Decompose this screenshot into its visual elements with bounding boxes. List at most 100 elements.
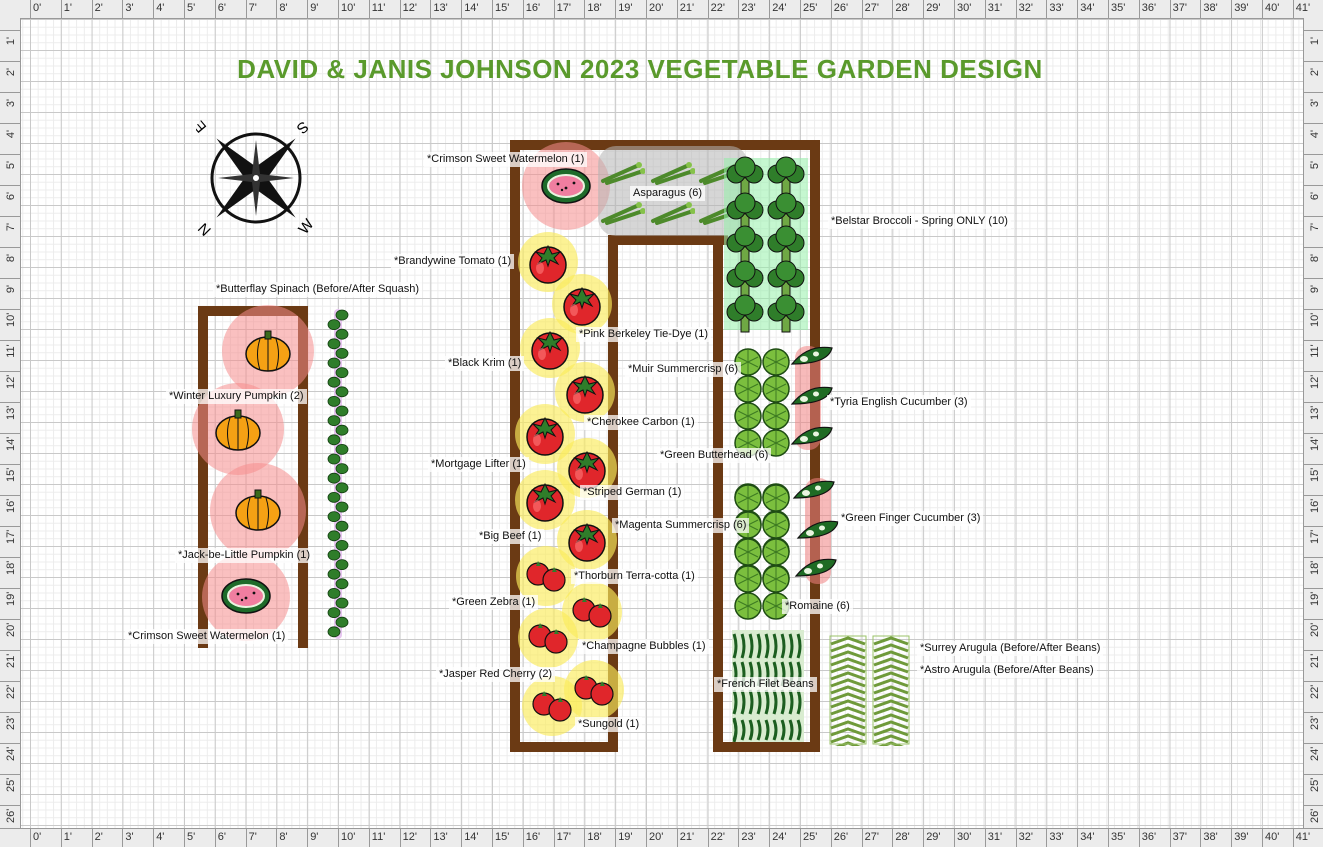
tomato-icon[interactable] — [526, 240, 570, 284]
tomato-icon[interactable] — [560, 282, 604, 326]
label-romaine[interactable]: *Romaine (6) — [782, 599, 853, 614]
label-green-butterhead[interactable]: *Green Butterhead (6) — [657, 448, 772, 463]
ruler-tick: 27' — [861, 829, 893, 847]
label-winter-luxury-pumpkin[interactable]: *Winter Luxury Pumpkin (2) — [166, 389, 307, 404]
broccoli-icon[interactable] — [724, 260, 766, 300]
label-tyria-cucumber[interactable]: *Tyria English Cucumber (3) — [827, 395, 971, 410]
lettuce-icon[interactable] — [761, 483, 791, 513]
ruler-tick: 3' — [0, 92, 20, 123]
asparagus-icon[interactable] — [649, 199, 695, 225]
broccoli-icon[interactable] — [724, 225, 766, 265]
broccoli-icon[interactable] — [765, 294, 807, 334]
ruler-tick: 11' — [1304, 340, 1323, 371]
label-butterflay-spinach[interactable]: *Butterflay Spinach (Before/After Squash… — [213, 282, 422, 297]
asparagus-icon[interactable] — [599, 159, 645, 185]
arugula-row-icon[interactable] — [872, 634, 910, 746]
label-big-beef[interactable]: *Big Beef (1) — [476, 529, 545, 544]
lettuce-icon[interactable] — [733, 483, 763, 513]
lettuce-icon[interactable] — [761, 510, 791, 540]
ruler-tick: 15' — [1304, 464, 1323, 495]
lettuce-icon[interactable] — [733, 591, 763, 621]
lettuce-icon[interactable] — [761, 564, 791, 594]
label-sungold[interactable]: *Sungold (1) — [575, 717, 643, 732]
label-muir-summercrisp[interactable]: *Muir Summercrisp (6) — [625, 362, 742, 377]
cherry-tomato-icon[interactable] — [568, 592, 616, 632]
spinach-row-icon[interactable] — [325, 307, 351, 641]
broccoli-icon[interactable] — [724, 156, 766, 196]
tomato-icon[interactable] — [565, 518, 609, 562]
label-asparagus[interactable]: Asparagus (6) — [630, 186, 706, 201]
ruler-tick: 20' — [0, 619, 20, 650]
ruler-tick: 28' — [892, 829, 923, 847]
asparagus-icon[interactable] — [599, 199, 645, 225]
label-green-zebra[interactable]: *Green Zebra (1) — [449, 595, 539, 610]
label-green-finger-cucumber[interactable]: *Green Finger Cucumber (3) — [838, 511, 984, 526]
label-astro-arugula[interactable]: *Astro Arugula (Before/After Beans) — [917, 663, 1097, 678]
cherry-tomato-icon[interactable] — [570, 670, 618, 710]
lettuce-icon[interactable] — [733, 374, 763, 404]
ruler-tick: 11' — [0, 340, 20, 371]
lettuce-icon[interactable] — [761, 401, 791, 431]
label-striped-german[interactable]: *Striped German (1) — [580, 485, 685, 500]
ruler-tick: 24' — [1304, 743, 1323, 774]
label-black-krim[interactable]: *Black Krim (1) — [445, 356, 525, 371]
cucumber-icon[interactable] — [788, 422, 836, 450]
cherry-tomato-icon[interactable] — [522, 556, 570, 596]
label-champagne-bubbles[interactable]: *Champagne Bubbles (1) — [579, 639, 709, 654]
lettuce-icon[interactable] — [761, 537, 791, 567]
label-surrey-arugula[interactable]: *Surrey Arugula (Before/After Beans) — [917, 641, 1104, 656]
cucumber-icon[interactable] — [788, 342, 836, 370]
broccoli-icon[interactable] — [765, 260, 807, 300]
cucumber-icon[interactable] — [790, 476, 838, 504]
label-crimson-watermelon-left[interactable]: *Crimson Sweet Watermelon (1) — [125, 629, 289, 644]
ruler-tick: 24' — [0, 743, 20, 774]
lettuce-icon[interactable] — [733, 564, 763, 594]
tomato-icon[interactable] — [563, 370, 607, 414]
label-jack-be-little-pumpkin[interactable]: *Jack-be-Little Pumpkin (1) — [175, 548, 314, 563]
ruler-tick: 35' — [1108, 0, 1139, 18]
cucumber-icon[interactable] — [788, 382, 836, 410]
label-crimson-watermelon-top[interactable]: *Crimson Sweet Watermelon (1) — [424, 152, 588, 167]
watermelon-icon[interactable] — [540, 166, 592, 206]
broccoli-icon[interactable] — [765, 225, 807, 265]
label-magenta-summercrisp[interactable]: *Magenta Summercrisp (6) — [612, 518, 750, 533]
lettuce-icon[interactable] — [733, 401, 763, 431]
ruler-tick: 9' — [1304, 278, 1323, 309]
cherry-tomato-icon[interactable] — [524, 618, 572, 658]
broccoli-icon[interactable] — [765, 156, 807, 196]
broccoli-icon[interactable] — [724, 192, 766, 232]
cucumber-icon[interactable] — [792, 554, 840, 582]
ruler-tick: 31' — [984, 0, 1016, 18]
arugula-row-icon[interactable] — [829, 634, 867, 746]
pumpkin-icon[interactable] — [243, 328, 293, 374]
lettuce-icon[interactable] — [761, 347, 791, 377]
ruler-tick: 21' — [676, 829, 708, 847]
cucumber-icon[interactable] — [794, 516, 842, 544]
ruler-tick: 29' — [923, 829, 954, 847]
tomato-icon[interactable] — [528, 326, 572, 370]
left-bed-right — [298, 306, 308, 648]
tomato-icon[interactable] — [523, 478, 567, 522]
broccoli-icon[interactable] — [765, 192, 807, 232]
label-pink-berkeley[interactable]: *Pink Berkeley Tie-Dye (1) — [576, 327, 711, 342]
asparagus-icon[interactable] — [649, 159, 695, 185]
ruler-tick: 7' — [0, 216, 20, 247]
label-mortgage-lifter[interactable]: *Mortgage Lifter (1) — [428, 457, 529, 472]
label-thorburn[interactable]: *Thorburn Terra-cotta (1) — [571, 569, 698, 584]
label-cherokee-carbon[interactable]: *Cherokee Carbon (1) — [584, 415, 698, 430]
pumpkin-icon[interactable] — [213, 407, 263, 453]
label-belstar-broccoli[interactable]: *Belstar Broccoli - Spring ONLY (10) — [828, 214, 1011, 229]
lettuce-icon[interactable] — [761, 374, 791, 404]
label-jasper-red-cherry[interactable]: *Jasper Red Cherry (2) — [436, 667, 556, 682]
broccoli-icon[interactable] — [724, 294, 766, 334]
lettuce-icon[interactable] — [733, 537, 763, 567]
tomato-icon[interactable] — [565, 446, 609, 490]
label-french-filet-beans[interactable]: *French Filet Beans — [714, 677, 817, 692]
cherry-tomato-icon[interactable] — [528, 686, 576, 726]
watermelon-icon[interactable] — [220, 576, 272, 616]
ruler-tick: 6' — [0, 185, 20, 216]
label-brandywine-tomato[interactable]: *Brandywine Tomato (1) — [391, 254, 515, 269]
tomato-icon[interactable] — [523, 412, 567, 456]
pumpkin-icon[interactable] — [233, 487, 283, 533]
ruler-tick: 13' — [430, 829, 461, 847]
